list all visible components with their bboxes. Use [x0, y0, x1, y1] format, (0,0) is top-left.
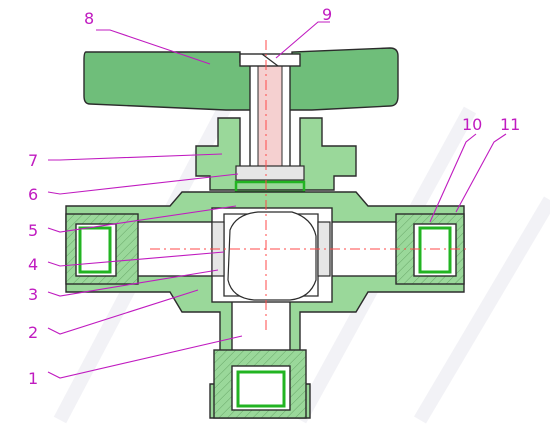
leader-lines [47, 21, 507, 379]
callout-2: 2 [28, 323, 38, 342]
stem-core [257, 65, 283, 167]
handle [83, 47, 399, 111]
ball-sphere [227, 211, 317, 301]
callout-11: 11 [500, 115, 520, 134]
packing [235, 165, 305, 181]
callout-6: 6 [28, 185, 38, 204]
callout-10: 10 [462, 115, 482, 134]
right-ferrule-ring [418, 226, 452, 274]
callout-5: 5 [28, 221, 38, 240]
callout-1: 1 [28, 369, 38, 388]
callout-7: 7 [28, 151, 38, 170]
callout-4: 4 [28, 255, 38, 274]
callout-3: 3 [28, 285, 38, 304]
left-ferrule-ring [78, 226, 112, 274]
callout-8: 8 [84, 9, 94, 28]
bottom-ferrule-ring [236, 370, 286, 408]
callout-9: 9 [322, 5, 332, 24]
